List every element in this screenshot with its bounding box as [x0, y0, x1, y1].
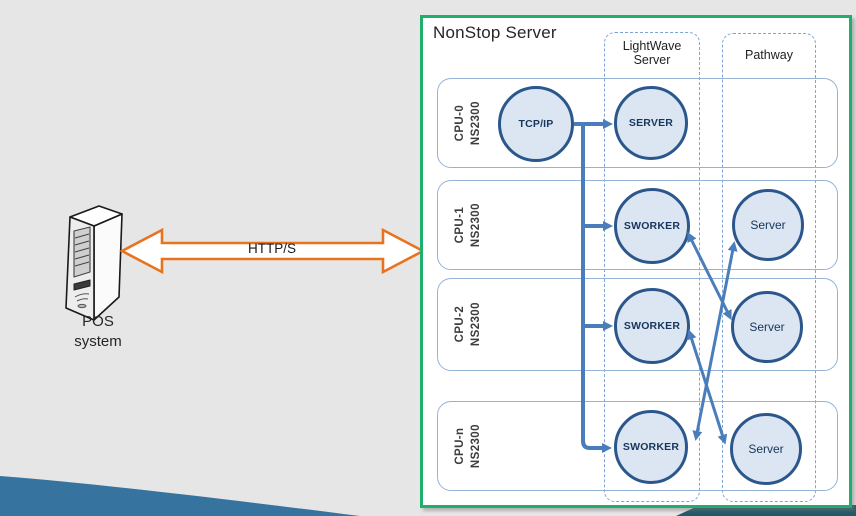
cpu-0-label: CPU-0 NS2300 [453, 101, 482, 145]
https-link-label: HTTP/S [247, 241, 296, 256]
cpu-row-2: CPU-2 NS2300 [437, 278, 838, 371]
swoosh-shape [0, 476, 360, 516]
pathway-server-cpun-circle: Server [730, 413, 802, 485]
cpu-n-label: CPU-n NS2300 [453, 424, 482, 468]
lightwave-server-process-circle: SERVER [614, 86, 688, 160]
sworker-cpu2-circle: SWORKER [614, 288, 690, 364]
lightwave-column-label: LightWave Server [622, 39, 682, 67]
pathway-column-label: Pathway [745, 48, 793, 62]
tcpip-process-circle: TCP/IP [498, 86, 574, 162]
sworker-cpu1-circle: SWORKER [614, 188, 690, 264]
cpu-row-0: CPU-0 NS2300 [437, 78, 838, 168]
cpu-row-1: CPU-1 NS2300 [437, 180, 838, 270]
pathway-server-cpu2-circle: Server [731, 291, 803, 363]
cpu-2-label: CPU-2 NS2300 [453, 302, 482, 347]
cpu-row-n: CPU-n NS2300 [437, 401, 838, 491]
pathway-server-cpu1-circle: Server [732, 189, 804, 261]
cpu-1-label: CPU-1 NS2300 [453, 203, 482, 247]
sworker-cpun-circle: SWORKER [614, 410, 688, 484]
pos-system-label: POS system [74, 313, 122, 350]
nonstop-server-title: NonStop Server [433, 23, 557, 42]
pos-tower-icon [65, 205, 123, 321]
